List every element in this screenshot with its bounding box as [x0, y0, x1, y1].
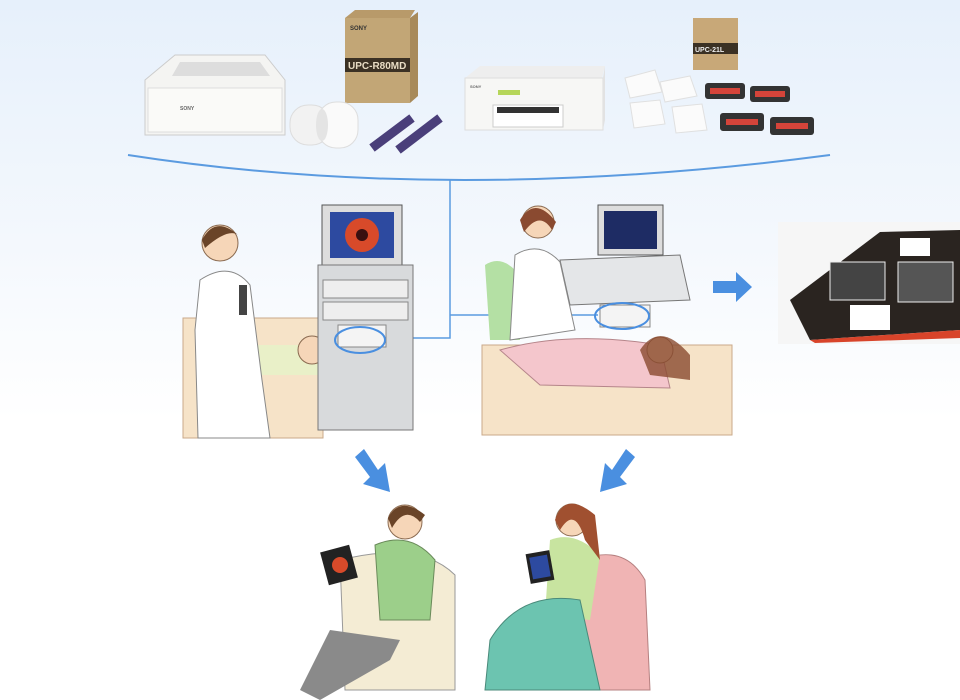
arrow-right-icon [713, 272, 752, 302]
connector-curve [127, 154, 831, 181]
arrow-down-icon [355, 449, 390, 492]
patient-man [300, 504, 456, 700]
brand-label: SONY [180, 106, 195, 112]
ultrasound-scene [481, 204, 733, 436]
print-pack: UPC-21L [624, 18, 814, 135]
endoscopy-scene [182, 204, 414, 439]
arrow-icons [355, 272, 752, 492]
paper-rolls [289, 101, 443, 154]
brand-label: SONY [470, 84, 482, 89]
arrow-down-icon [600, 449, 635, 492]
model-label: UPC-21L [695, 47, 725, 54]
patient-woman [484, 503, 651, 691]
photo-album [778, 222, 960, 344]
model-label: UPC-R80MD [348, 61, 406, 72]
large-printer: SONY [144, 54, 286, 136]
brand-label: SONY [350, 26, 367, 32]
paper-box: SONY UPC-R80MD [345, 10, 418, 103]
compact-printer: SONY [464, 66, 605, 131]
